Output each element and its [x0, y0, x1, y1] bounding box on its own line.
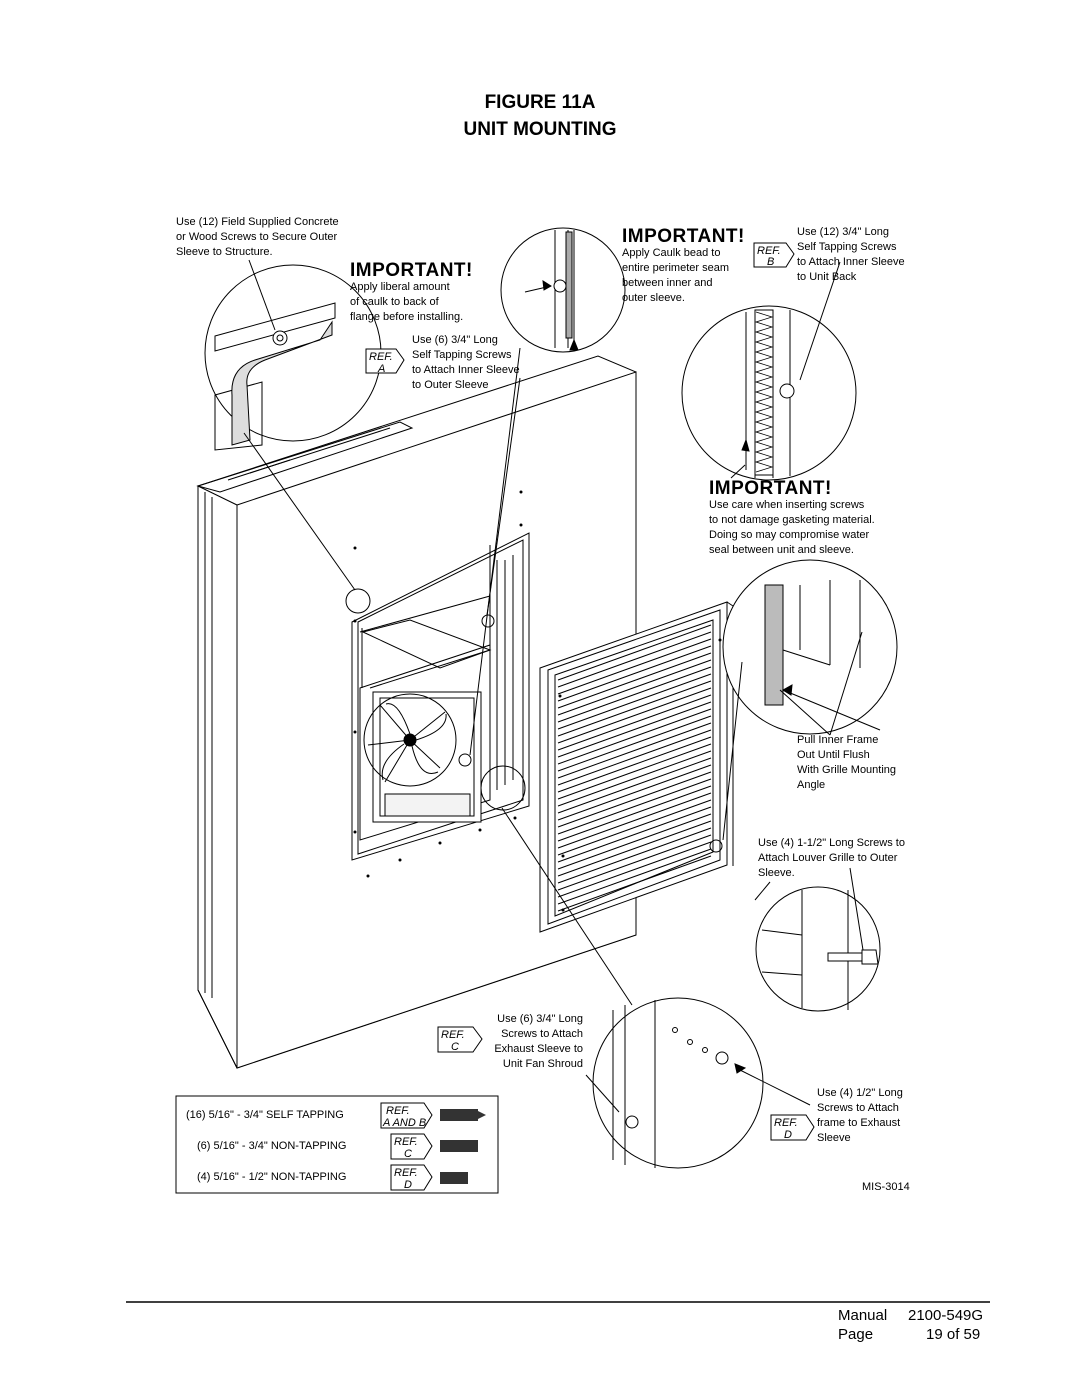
note-louver-screws: Use (4) 1-1/2" Long Screws to Attach Lou…: [758, 837, 905, 879]
ref-tag-d: REF. D: [770, 1114, 815, 1141]
louver-slat: [557, 764, 712, 821]
louver-slat: [557, 652, 712, 709]
louver-slat: [557, 792, 712, 849]
svg-text:B: B: [767, 256, 774, 268]
louver-slat: [557, 771, 712, 828]
svg-text:REF.: REF.: [369, 351, 393, 363]
louver-slat: [557, 729, 712, 786]
svg-text:REF.: REF.: [394, 1136, 418, 1148]
legend-label-self-tapping: (16) 5/16" - 3/4" SELF TAPPING: [186, 1109, 344, 1121]
note-caulk-bead: Apply Caulk bead to entire perimeter sea…: [622, 247, 729, 304]
louver-slat: [557, 757, 712, 814]
louver-slat: [557, 659, 712, 716]
louver-slat: [557, 827, 712, 884]
louver-slat: [557, 736, 712, 793]
louver-slat: [557, 715, 712, 772]
louver-slat: [557, 799, 712, 856]
detail-circle-caulk: [204, 264, 382, 451]
detail-circle-exhaust: [592, 997, 764, 1169]
louver-slat: [557, 806, 712, 863]
detail-circle-ref-b: [500, 227, 626, 353]
louver-slat: [557, 820, 712, 877]
legend-row-c: REF. C: [390, 1133, 478, 1160]
louver-slat: [557, 624, 712, 681]
detail-circle-frame: [722, 559, 898, 735]
manual-number: 2100-549G: [908, 1307, 984, 1324]
louver-grille: [539, 601, 734, 933]
svg-text:REF.: REF.: [441, 1029, 465, 1041]
ref-tag-a: REF. A: [365, 348, 405, 375]
svg-text:D: D: [404, 1179, 412, 1191]
louver-slat: [557, 813, 712, 870]
detail-circle-louver-screw: [755, 886, 881, 1012]
louver-slat: [557, 701, 712, 758]
page-label: Page: [838, 1326, 874, 1343]
figure-title: UNIT MOUNTING: [463, 119, 617, 140]
svg-text:REF.: REF.: [394, 1167, 418, 1179]
svg-text:REF.: REF.: [386, 1105, 410, 1117]
louver-slat: [557, 687, 712, 744]
louver-slat: [557, 778, 712, 835]
louver-slat: [557, 743, 712, 800]
leader-lines: [243, 259, 864, 1113]
louver-slat: [557, 638, 712, 695]
svg-text:D: D: [784, 1129, 792, 1141]
page-number: 19 of 59: [926, 1326, 981, 1343]
manual-label: Manual: [838, 1307, 888, 1324]
drawing-id: MIS-3014: [862, 1181, 910, 1193]
svg-text:REF.: REF.: [774, 1117, 798, 1129]
svg-text:REF.: REF.: [757, 245, 781, 257]
note-ref-d: Use (4) 1/2" Long Screws to Attach frame…: [817, 1087, 903, 1144]
louver-slat: [557, 834, 712, 891]
svg-text:C: C: [451, 1041, 459, 1053]
louver-slat: [557, 673, 712, 730]
screw-legend: REF. A AND B REF. C REF. D: [175, 1095, 499, 1194]
note-caulk-flange: Apply liberal amount of caulk to back of…: [350, 281, 464, 323]
louver-slat: [557, 848, 712, 905]
ref-tag-b: REF. B: [753, 242, 795, 268]
note-concrete-screws: Use (12) Field Supplied Concrete or Wood…: [176, 216, 339, 258]
important-heading-3: IMPORTANT!: [709, 478, 832, 499]
legend-row-d: REF. D: [390, 1164, 468, 1191]
louver-slat: [557, 855, 712, 912]
louver-slat: [557, 841, 712, 898]
louver-slat: [557, 694, 712, 751]
louver-slat: [557, 722, 712, 779]
legend-label-non-tapping-d: (4) 5/16" - 1/2" NON-TAPPING: [197, 1171, 347, 1183]
legend-row-a-and-b: REF. A AND B: [380, 1102, 486, 1129]
louver-slat: [557, 645, 712, 702]
important-heading-1: IMPORTANT!: [350, 260, 473, 281]
detail-circle-gasket: [681, 305, 857, 481]
louver-slat: [557, 680, 712, 737]
note-gasketing: Use care when inserting screws to not da…: [709, 499, 875, 556]
louver-slat: [557, 708, 712, 765]
louver-slat: [557, 631, 712, 688]
figure-number: FIGURE 11A: [484, 92, 596, 113]
fan-assembly: [363, 691, 482, 823]
note-ref-a: Use (6) 3/4" Long Self Tapping Screws to…: [412, 334, 520, 391]
louver-slat: [557, 666, 712, 723]
svg-text:A: A: [377, 363, 385, 375]
louver-slat: [557, 750, 712, 807]
legend-label-non-tapping-c: (6) 5/16" - 3/4" NON-TAPPING: [197, 1140, 347, 1152]
important-heading-2: IMPORTANT!: [622, 226, 745, 247]
louver-slat: [557, 785, 712, 842]
svg-text:C: C: [404, 1148, 412, 1160]
note-ref-c: Use (6) 3/4" Long Screws to Attach Exhau…: [494, 1013, 583, 1070]
screw-dots: [353, 490, 722, 912]
note-ref-b: Use (12) 3/4" Long Self Tapping Screws t…: [797, 226, 905, 283]
note-pull-frame: Pull Inner Frame Out Until Flush With Gr…: [797, 734, 897, 791]
svg-text:A AND B: A AND B: [382, 1117, 426, 1129]
ref-tag-c: REF. C: [437, 1026, 483, 1053]
